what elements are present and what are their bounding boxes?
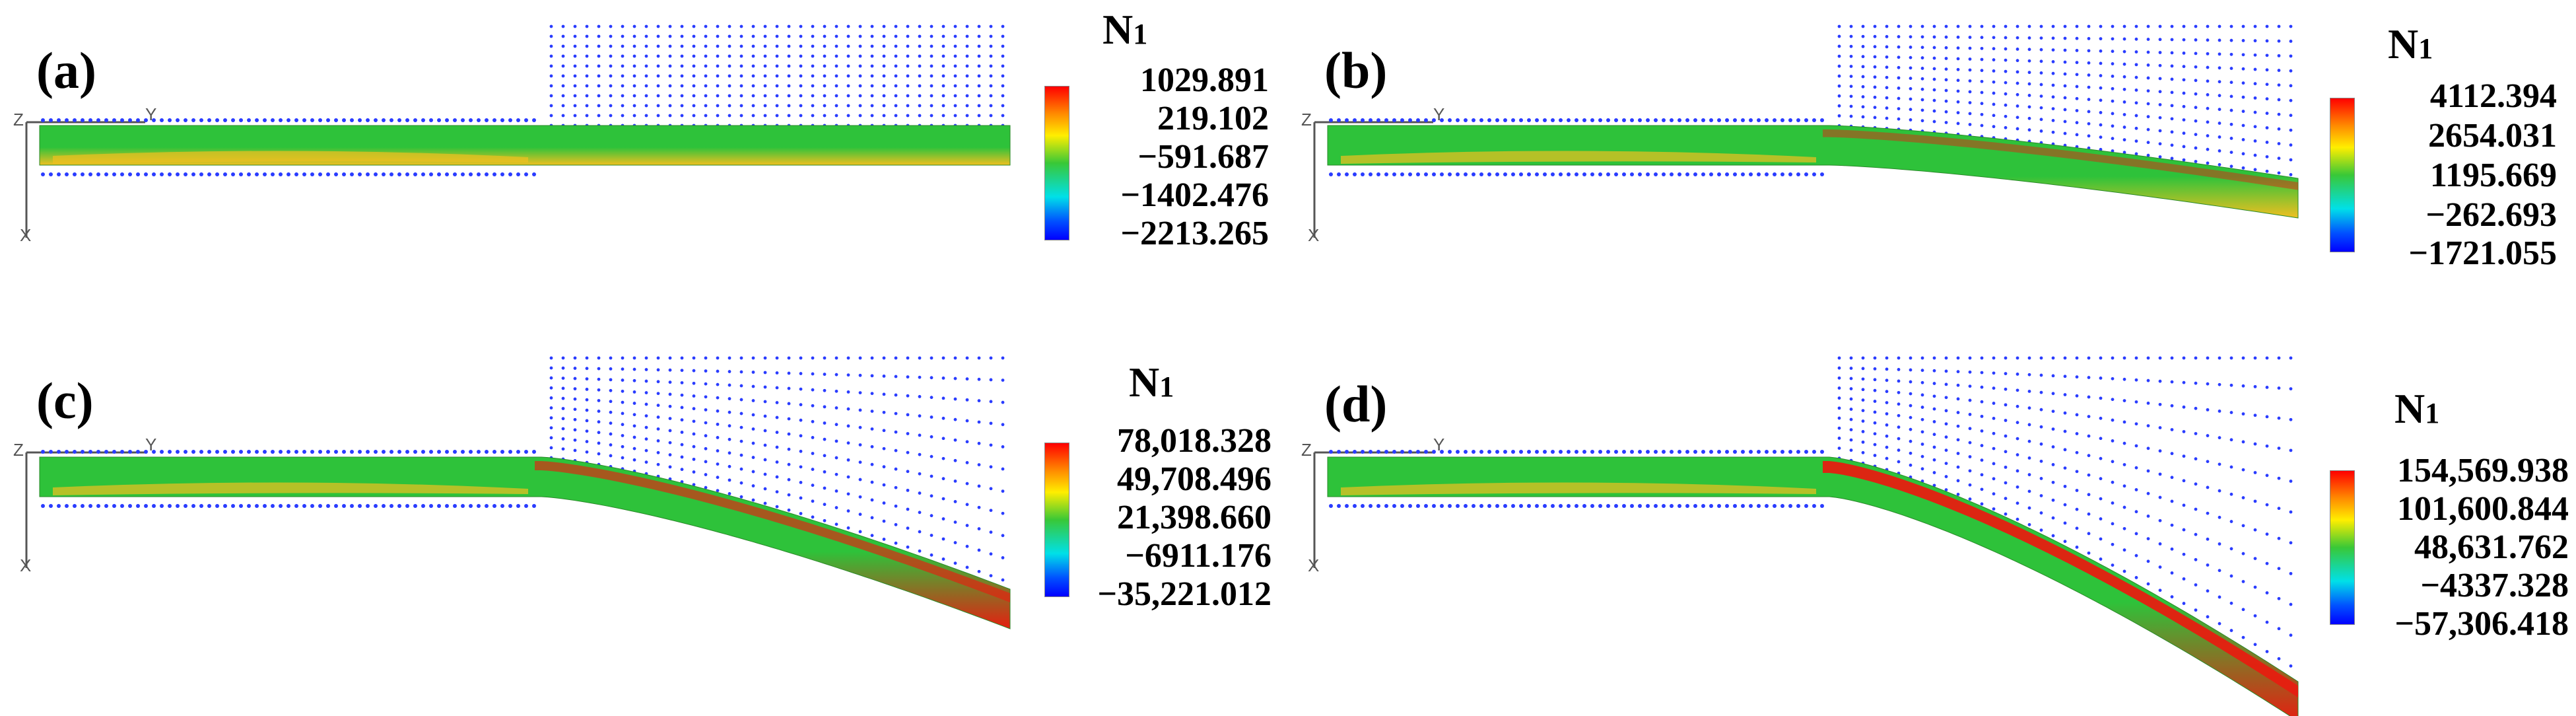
- axis-z-label: Z: [1301, 110, 1312, 129]
- panel-label: (c): [36, 372, 94, 429]
- tension-zone: [1341, 482, 1816, 495]
- axis-x-label: X: [1308, 225, 1319, 244]
- coordinate-axes: Z Y X: [1301, 436, 1444, 575]
- panel-label: (a): [36, 42, 96, 99]
- coordinate-axes: Z Y X: [1301, 106, 1444, 244]
- color-scale-bar: [1044, 86, 1069, 240]
- legend-value: −2213.265: [1120, 215, 1269, 252]
- axis-x-label: X: [20, 555, 31, 575]
- legend-value: 78,018.328: [1117, 422, 1271, 460]
- deformation-plot: [39, 356, 1011, 629]
- node-dot-field: [41, 356, 1005, 582]
- tension-zone: [1341, 151, 1816, 164]
- coordinate-axes: Z Y X: [13, 106, 156, 244]
- legend-value-list: 154,569.938 101,600.844 48,631.762 −4337…: [2315, 358, 2569, 649]
- node-dot-field: [1329, 24, 2293, 176]
- legend-value: −57,306.418: [2394, 605, 2569, 643]
- color-scale-bar: [2330, 98, 2355, 252]
- legend-value: 101,600.844: [2397, 490, 2569, 528]
- legend-value-list: 4112.394 2654.031 1195.669 −262.693 −172…: [2315, 0, 2557, 277]
- legend-value: 21,398.660: [1117, 499, 1271, 536]
- legend-title: N1: [2388, 20, 2433, 67]
- panel-b: (b) Z Y X N1 4112.394 2654.031 1195.669 …: [1288, 0, 2576, 358]
- color-scale-bar: [1044, 443, 1069, 597]
- panel-label: (b): [1324, 42, 1388, 99]
- legend-value-list: 1029.891 219.102 −591.687 −1402.476 −221…: [1030, 0, 1269, 264]
- legend-value: −1402.476: [1120, 176, 1269, 214]
- legend-title: N1: [2394, 385, 2440, 432]
- legend-value: −1721.055: [2408, 234, 2557, 272]
- panel-d: (d) Z Y X N1 154,569.938 101,600.844 48,…: [1288, 356, 2576, 716]
- legend-value: −6911.176: [1125, 537, 1271, 575]
- legend-value: 219.102: [1157, 100, 1269, 137]
- deformation-plot: [39, 24, 1011, 176]
- panel-a: (a) Z Y X N1 1029.891 219.102 −591.687 −…: [0, 0, 1288, 358]
- node-dot-field: [1329, 356, 2293, 668]
- legend-value: 1029.891: [1140, 61, 1269, 99]
- legend-value: −262.693: [2425, 196, 2557, 234]
- deformation-plot: [1327, 24, 2299, 219]
- color-scale-bar: [2330, 470, 2355, 625]
- axis-x-label: X: [20, 225, 31, 244]
- legend-value: 49,708.496: [1117, 460, 1271, 498]
- legend-value: 1195.669: [2429, 157, 2557, 194]
- high-stress-zone: [1823, 129, 2298, 190]
- legend-value: −35,221.012: [1097, 575, 1271, 613]
- beam-stress-band: [1327, 125, 2299, 219]
- axis-z-label: Z: [1301, 440, 1312, 460]
- legend-title: N1: [1129, 359, 1174, 406]
- legend-value: 4112.394: [2429, 77, 2557, 115]
- legend-value: −591.687: [1137, 138, 1269, 176]
- axis-y-label: Y: [145, 436, 156, 454]
- axis-z-label: Z: [13, 440, 24, 460]
- coordinate-axes: Z Y X: [13, 436, 156, 575]
- legend-value: 2654.031: [2428, 117, 2557, 155]
- axis-z-label: Z: [13, 110, 24, 129]
- beam-stress-band: [1327, 456, 2299, 716]
- panel-c: (c) Z Y X N1 78,018.328 49,708.496 21,39…: [0, 356, 1288, 716]
- legend-title: N1: [1102, 6, 1148, 53]
- legend-value: 48,631.762: [2414, 528, 2569, 566]
- panel-label: (d): [1324, 375, 1388, 433]
- legend-value-list: 78,018.328 49,708.496 21,398.660 −6911.1…: [1030, 358, 1271, 622]
- legend-value: −4337.328: [2420, 567, 2569, 604]
- legend-value: 154,569.938: [2397, 452, 2569, 489]
- high-stress-zone: [535, 461, 1010, 602]
- tension-zone: [53, 482, 528, 495]
- axis-x-label: X: [1308, 555, 1319, 575]
- axis-y-label: Y: [1433, 436, 1444, 454]
- tension-zone: [53, 151, 528, 164]
- deformation-plot: [1327, 356, 2299, 716]
